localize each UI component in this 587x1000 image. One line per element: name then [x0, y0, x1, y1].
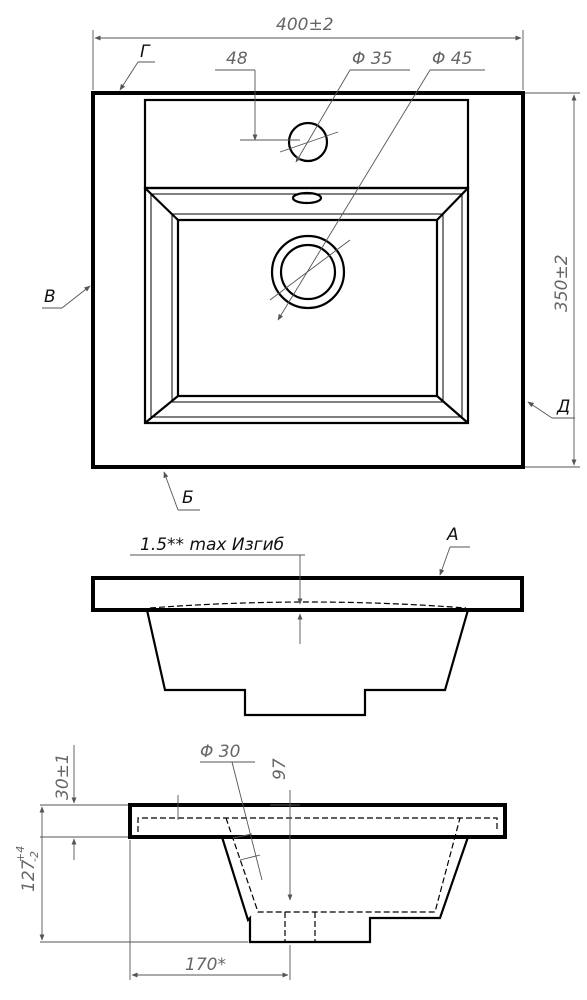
dim-height: 350±2 [525, 92, 580, 468]
dim-drain-hole: Φ 45 [277, 49, 485, 321]
front-rim [91, 576, 524, 612]
view-marker-g: Г [119, 42, 155, 91]
side-inner-top [137, 817, 498, 832]
tap-offset-label: 48 [226, 49, 248, 69]
dim-rim-thickness: 30±1 [40, 745, 128, 860]
drain-hole-label: Φ 45 [432, 49, 472, 69]
overflow-slot [291, 191, 323, 205]
total-height-label: 127 [19, 859, 39, 892]
rim-thickness-label: 30±1 [53, 753, 73, 800]
dim-width: 400±2 [92, 15, 524, 90]
bend-label: 1.5** max Изгиб [140, 535, 284, 555]
drain-hole-inner [279, 243, 337, 301]
svg-text:В: В [44, 287, 56, 307]
tap-center-mark [279, 131, 339, 153]
drain-center-mark [269, 239, 351, 301]
top-view [91, 91, 525, 469]
top-outline [91, 91, 525, 469]
drain-offset-label: 170* [185, 955, 226, 975]
drain-diameter-label: Φ 30 [200, 742, 240, 762]
view-marker-b: Б [163, 471, 200, 511]
total-height-upper: +4 [14, 846, 27, 862]
basin-corner-tl [144, 187, 179, 221]
basin-corner-br [436, 395, 469, 424]
view-marker-a: А [439, 525, 470, 576]
view-marker-v: В [42, 285, 91, 309]
basin-bottom-line [171, 213, 444, 403]
dim-total-height: 127 +4 -2 [14, 806, 248, 943]
svg-text:Г: Г [140, 42, 151, 62]
bend-line [149, 601, 467, 609]
tap-hole [287, 121, 329, 163]
svg-text:Д: Д [556, 397, 570, 417]
width-label: 400±2 [276, 15, 334, 35]
side-inner-bowl [225, 817, 461, 913]
basin-corner-bl [144, 395, 179, 424]
side-view [128, 795, 507, 944]
basin-outer [143, 186, 470, 425]
side-rim [128, 803, 507, 839]
dim-tap-offset: 48 [215, 49, 300, 141]
side-bowl [220, 836, 470, 944]
dim-drain-depth: 97 [270, 758, 300, 901]
view-marker-d: Д [527, 397, 575, 419]
basin-rim-line [150, 193, 463, 418]
total-height-lower: -2 [28, 851, 41, 862]
basin-corner-tr [436, 187, 469, 221]
dim-tap-hole: Φ 35 [295, 49, 410, 163]
front-view: 1.5** max Изгиб [91, 535, 524, 717]
dim-drain-diameter: Φ 30 [200, 742, 263, 881]
tap-hole-label: Φ 35 [352, 49, 392, 69]
dim-drain-offset: 170* [129, 840, 291, 980]
svg-text:А: А [446, 525, 459, 545]
drain-depth-label: 97 [270, 758, 290, 780]
height-label: 350±2 [552, 254, 572, 312]
front-bowl [145, 609, 470, 717]
drain-hole-outer [270, 234, 346, 310]
svg-text:Б: Б [182, 488, 194, 508]
